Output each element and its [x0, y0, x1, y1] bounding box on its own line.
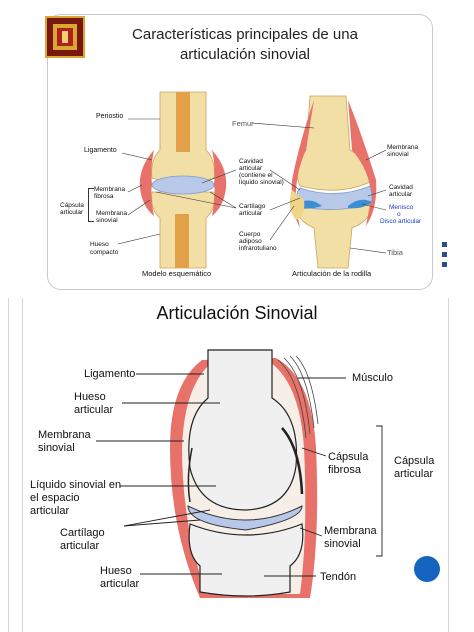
- label-liquido-3: articular: [30, 505, 70, 517]
- label-cavidad-r1: Cavidad: [389, 184, 413, 191]
- capsule-bracket: [88, 188, 94, 222]
- label-tibia: Tibia: [387, 248, 403, 257]
- label-hueso-2: compacto: [90, 249, 119, 256]
- label-cuerpo-3: infrarotuliano: [239, 245, 277, 252]
- slide-bottom-left-rule: [8, 298, 9, 632]
- label-cuerpo-1: Cuerpo: [239, 231, 261, 238]
- label-cavidad-2: articular: [239, 165, 263, 172]
- label-menisco-2: o: [397, 211, 401, 218]
- slide-top-title-2: articulación sinovial: [179, 46, 311, 63]
- label-membrana-sinovial-2: sinovial: [96, 217, 118, 224]
- label-cuerpo-2: adiposo: [239, 238, 262, 245]
- label-capsula-2: articular: [60, 209, 84, 216]
- label-musculo: Músculo: [352, 372, 393, 384]
- slide-bottom-left-rule-2: [22, 298, 23, 632]
- label-capsula-articular-1: Cápsula: [394, 455, 435, 467]
- label-capsula-fibrosa-1: Cápsula: [328, 451, 369, 463]
- deco-square-3: [442, 262, 447, 267]
- label-ligamento: Ligamento: [84, 147, 117, 154]
- label-cavidad-r2: articular: [389, 191, 413, 198]
- label-hueso-articular-top-1: Hueso: [74, 391, 106, 403]
- slide-top-title-1: Características principales de una: [132, 26, 358, 43]
- label-femur: Femur: [232, 119, 254, 128]
- label-capsula-articular-2: articular: [394, 468, 434, 480]
- caption-modelo: Modelo esquemático: [142, 269, 212, 278]
- label-menisco-1: Menisco: [389, 204, 414, 211]
- label-hueso-articular-top-2: articular: [74, 404, 114, 416]
- deco-square-1: [442, 242, 447, 247]
- slide-bottom-right-rule: [448, 298, 449, 632]
- label-liquido-1: Líquido sinovial en: [30, 479, 122, 491]
- slide-bottom: Articulación Sinovial Ligamento H: [0, 298, 474, 632]
- slide-indicator-dot: [414, 556, 440, 582]
- label-cartilago-2: articular: [60, 540, 100, 552]
- label-tendon: Tendón: [320, 571, 357, 583]
- label-membrana-sinovial-r2: sinovial: [387, 151, 409, 158]
- label-ligamento: Ligamento: [84, 368, 136, 380]
- synovial-joint-illustration: [96, 349, 383, 598]
- slide-bottom-title: Articulación Sinovial: [156, 303, 318, 323]
- label-cavidad-3: (contiene el: [239, 172, 273, 179]
- label-membrana-sinovial-l2: sinovial: [38, 442, 75, 454]
- label-membrana-sinovial-1: Membrana: [96, 210, 128, 217]
- label-membrana-sinovial-r2: sinovial: [324, 538, 361, 550]
- deco-square-2: [442, 252, 447, 257]
- label-cavidad-1: Cavidad: [239, 158, 263, 165]
- schematic-joint-illustration: [117, 91, 387, 269]
- label-liquido-2: el espacio: [30, 492, 80, 504]
- label-hueso-articular-bottom-2: articular: [100, 578, 140, 590]
- label-cavidad-4: líquido sinovial): [239, 179, 284, 186]
- label-membrana-fibrosa-2: fibrosa: [94, 193, 114, 200]
- label-hueso-1: Hueso: [90, 241, 109, 248]
- label-cartilago-2: articular: [239, 210, 263, 217]
- slide-top-card: [47, 14, 433, 290]
- label-cartilago-1: Cartílago: [60, 527, 105, 539]
- caption-rodilla: Articulación de la rodilla: [292, 269, 372, 278]
- label-hueso-articular-bottom-1: Hueso: [100, 565, 132, 577]
- label-periostio: Periostio: [96, 113, 124, 120]
- institution-logo: [45, 16, 85, 58]
- label-menisco-3: Disco articular: [380, 218, 422, 225]
- label-membrana-sinovial-r1: Membrana: [324, 525, 377, 537]
- label-cartilago-1: Cartílago: [239, 203, 266, 210]
- label-capsula-fibrosa-2: fibrosa: [328, 464, 362, 476]
- label-membrana-fibrosa-1: Membrana: [94, 186, 126, 193]
- slide-top: Características principales de una artic…: [0, 0, 474, 298]
- label-capsula-1: Cápsula: [60, 202, 84, 209]
- label-membrana-sinovial-l1: Membrana: [38, 429, 91, 441]
- label-membrana-sinovial-r1: Membrana: [387, 144, 419, 151]
